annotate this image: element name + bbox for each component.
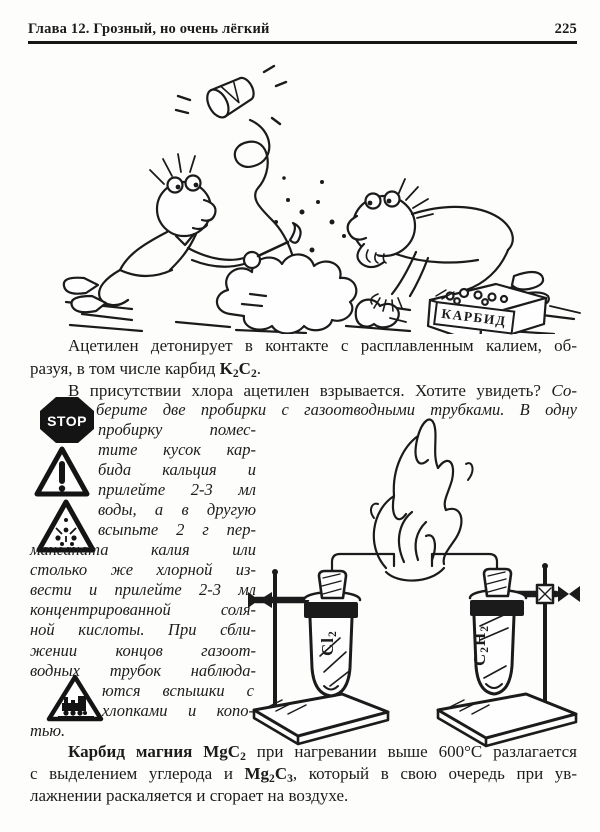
- paragraph-line: разуя, в том числе карбид K2C2.: [30, 359, 261, 381]
- flame-icon: [370, 418, 474, 582]
- right-tube-label: C2H2: [470, 624, 492, 666]
- stop-sign-label: STOP: [47, 413, 87, 429]
- formula-k2c2: K2C2: [219, 359, 257, 381]
- gas-tubes: [330, 552, 499, 576]
- explosion-cloud: [215, 253, 400, 334]
- left-tube-label: Cl2: [318, 630, 340, 656]
- warning-triangle-icon: [34, 446, 90, 497]
- smoke-spiral: [233, 118, 294, 256]
- paragraph-line: Карбид магния MgC2 при нагревании выше 6…: [68, 742, 577, 764]
- paragraph-line: В присутствии хлора ацетилен взрывается.…: [68, 381, 577, 400]
- paragraph-line: Ацетилен детонирует в контакте с расплав…: [68, 336, 577, 355]
- experiment-line: прилейте 2-3 мл: [98, 480, 256, 499]
- experiment-line: вести и прилейте 2-3 мл: [30, 580, 256, 599]
- experiment-line: тите кусок кар-: [98, 440, 256, 459]
- boy-with-match: [62, 153, 302, 314]
- right-test-tube: [468, 567, 528, 696]
- experiment-line: воды, а в другую: [98, 500, 256, 519]
- stop-sign-icon: STOP: [40, 397, 94, 443]
- experiment-line: пробирку помес-: [98, 420, 256, 439]
- experiment-line: ной кислоты. При сбли-: [30, 620, 256, 639]
- paragraph-line: с выделением углерода и Mg2C3, который в…: [30, 764, 577, 786]
- left-stand: [248, 569, 390, 746]
- experiment-line: водных трубок наблюда-: [30, 661, 256, 680]
- experiment-line: концентрированной соля-: [30, 600, 256, 619]
- formula-mg2c3: Mg2C3: [244, 764, 293, 786]
- page-header: Глава 12. Грозный, но очень лёгкий 225: [28, 21, 577, 44]
- formula-mgc2: MgC2: [203, 742, 246, 764]
- experiment-line: жении концов газоот-: [30, 641, 256, 660]
- left-test-tube: [302, 569, 362, 698]
- experiment-line: ются вспышки с: [102, 681, 254, 700]
- flying-can-icon: [174, 64, 288, 126]
- experiment-apparatus: [248, 418, 580, 748]
- right-stand: [436, 563, 580, 748]
- cartoon-illustration: [62, 64, 581, 334]
- experiment-line: хлопками и копо-: [102, 701, 254, 720]
- page-number: 225: [554, 21, 577, 37]
- experiment-line: всыпьте 2 г пер-: [98, 520, 256, 539]
- experiment-line: манганата калия или: [30, 540, 256, 559]
- experiment-line: берите две пробирки с газоотводными труб…: [96, 400, 577, 419]
- explosion-hazard-icon: [36, 499, 96, 553]
- paragraph-line: лажнении раскаляется и сгорает на воздух…: [30, 786, 349, 805]
- chapter-title: Глава 12. Грозный, но очень лёгкий: [28, 21, 270, 37]
- experiment-line: тью.: [30, 721, 66, 740]
- experiment-line: бида кальция и: [98, 460, 256, 479]
- experiment-line: столько же хлорной из-: [30, 560, 256, 579]
- train-hazard-icon: [46, 674, 104, 722]
